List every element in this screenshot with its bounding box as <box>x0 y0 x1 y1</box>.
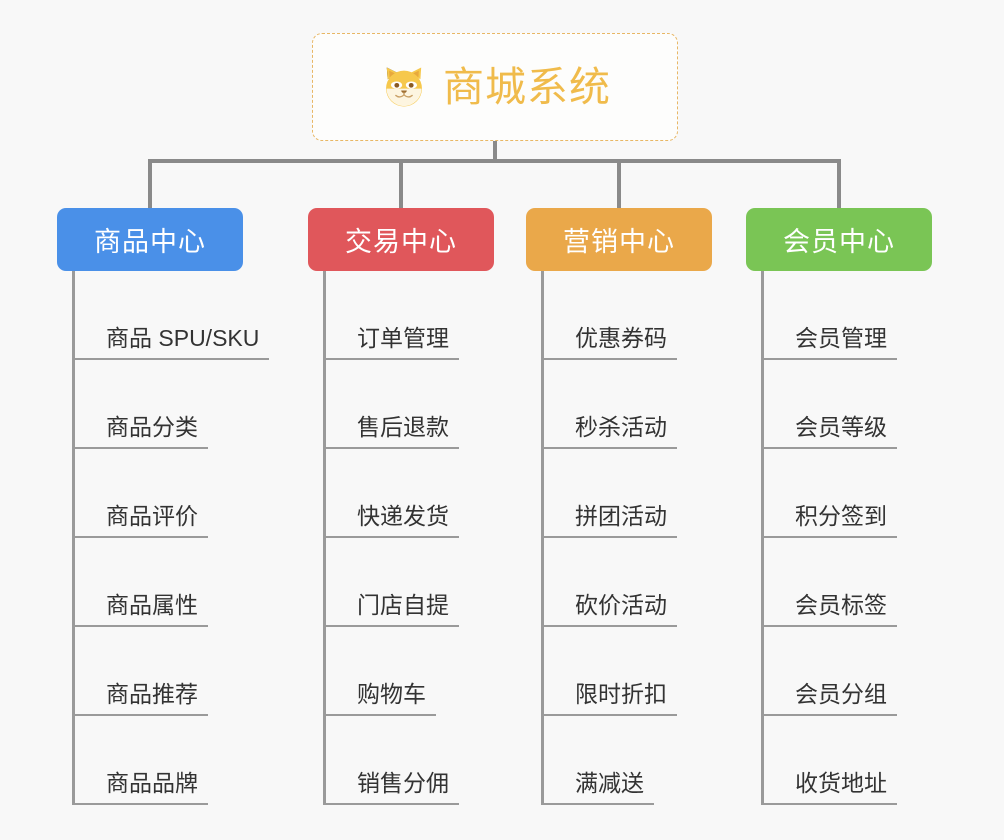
leaf-label: 商品分类 <box>72 416 208 449</box>
leaf-label: 秒杀活动 <box>541 416 677 449</box>
category-header-1-label: 商品中心 <box>94 227 206 257</box>
list-item[interactable]: 满减送 <box>541 716 677 805</box>
list-item[interactable]: 限时折扣 <box>541 627 677 716</box>
list-item[interactable]: 商品属性 <box>72 538 269 627</box>
leaf-label: 订单管理 <box>323 327 459 360</box>
connector-drop-2 <box>399 159 403 209</box>
list-item[interactable]: 砍价活动 <box>541 538 677 627</box>
leaf-label: 快递发货 <box>323 505 459 538</box>
column-3-leaf-list: 优惠券码 秒杀活动 拼团活动 砍价活动 限时折扣 满减送 <box>541 271 677 805</box>
leaf-label: 砍价活动 <box>541 594 677 627</box>
leaf-label: 满减送 <box>541 772 654 805</box>
category-header-4[interactable]: 会员中心 <box>746 208 932 271</box>
leaf-label: 会员分组 <box>761 683 897 716</box>
list-item[interactable]: 门店自提 <box>323 538 459 627</box>
connector-root-stem <box>493 141 497 161</box>
leaf-label: 限时折扣 <box>541 683 677 716</box>
list-item[interactable]: 购物车 <box>323 627 459 716</box>
category-header-1[interactable]: 商品中心 <box>57 208 243 271</box>
leaf-label: 售后退款 <box>323 416 459 449</box>
list-item[interactable]: 拼团活动 <box>541 449 677 538</box>
list-item[interactable]: 会员标签 <box>761 538 897 627</box>
column-4-leaf-list: 会员管理 会员等级 积分签到 会员标签 会员分组 收货地址 <box>761 271 897 805</box>
list-item[interactable]: 会员管理 <box>761 271 897 360</box>
list-item[interactable]: 会员等级 <box>761 360 897 449</box>
leaf-label: 优惠券码 <box>541 327 677 360</box>
leaf-label: 拼团活动 <box>541 505 677 538</box>
leaf-label: 销售分佣 <box>323 772 459 805</box>
list-item[interactable]: 积分签到 <box>761 449 897 538</box>
connector-horizontal-bus <box>148 159 841 163</box>
leaf-label: 商品推荐 <box>72 683 208 716</box>
column-3: 营销中心 优惠券码 秒杀活动 拼团活动 砍价活动 限时折扣 满减送 <box>526 208 712 805</box>
leaf-label: 商品评价 <box>72 505 208 538</box>
list-item[interactable]: 售后退款 <box>323 360 459 449</box>
list-item[interactable]: 收货地址 <box>761 716 897 805</box>
leaf-label: 会员管理 <box>761 327 897 360</box>
column-1-leaf-list: 商品 SPU/SKU 商品分类 商品评价 商品属性 商品推荐 商品品牌 <box>72 271 270 805</box>
list-item[interactable]: 销售分佣 <box>323 716 459 805</box>
leaf-label: 积分签到 <box>761 505 897 538</box>
column-2: 交易中心 订单管理 售后退款 快递发货 门店自提 购物车 销售分佣 <box>308 208 494 805</box>
category-header-3-label: 营销中心 <box>563 227 675 257</box>
connector-drop-1 <box>148 159 152 209</box>
root-node[interactable]: 商城系统 <box>312 33 678 141</box>
column-2-leaf-list: 订单管理 售后退款 快递发货 门店自提 购物车 销售分佣 <box>323 271 459 805</box>
column-4: 会员中心 会员管理 会员等级 积分签到 会员标签 会员分组 收货地址 <box>746 208 932 805</box>
leaf-label: 门店自提 <box>323 594 459 627</box>
list-item[interactable]: 秒杀活动 <box>541 360 677 449</box>
list-item[interactable]: 商品分类 <box>72 360 269 449</box>
list-item[interactable]: 优惠券码 <box>541 271 677 360</box>
connector-drop-3 <box>617 159 621 209</box>
column-1: 商品中心 商品 SPU/SKU 商品分类 商品评价 商品属性 商品推荐 商品品牌 <box>57 208 270 805</box>
list-item[interactable]: 商品品牌 <box>72 716 269 805</box>
shiba-dog-face-icon <box>386 67 422 107</box>
list-item[interactable]: 商品推荐 <box>72 627 269 716</box>
list-item[interactable]: 订单管理 <box>323 271 459 360</box>
leaf-label: 会员等级 <box>761 416 897 449</box>
connector-drop-4 <box>837 159 841 209</box>
list-item[interactable]: 会员分组 <box>761 627 897 716</box>
leaf-label: 商品属性 <box>72 594 208 627</box>
leaf-label: 商品 SPU/SKU <box>72 327 270 360</box>
category-header-2-label: 交易中心 <box>345 227 457 257</box>
leaf-label: 商品品牌 <box>72 772 208 805</box>
list-item[interactable]: 商品 SPU/SKU <box>72 271 270 360</box>
root-title: 商城系统 <box>443 63 611 110</box>
leaf-label: 购物车 <box>323 683 436 716</box>
leaf-label: 会员标签 <box>761 594 897 627</box>
list-item[interactable]: 快递发货 <box>323 449 459 538</box>
list-item[interactable]: 商品评价 <box>72 449 269 538</box>
category-header-3[interactable]: 营销中心 <box>526 208 712 271</box>
category-header-2[interactable]: 交易中心 <box>308 208 494 271</box>
leaf-label: 收货地址 <box>761 772 897 805</box>
category-header-4-label: 会员中心 <box>783 227 895 257</box>
